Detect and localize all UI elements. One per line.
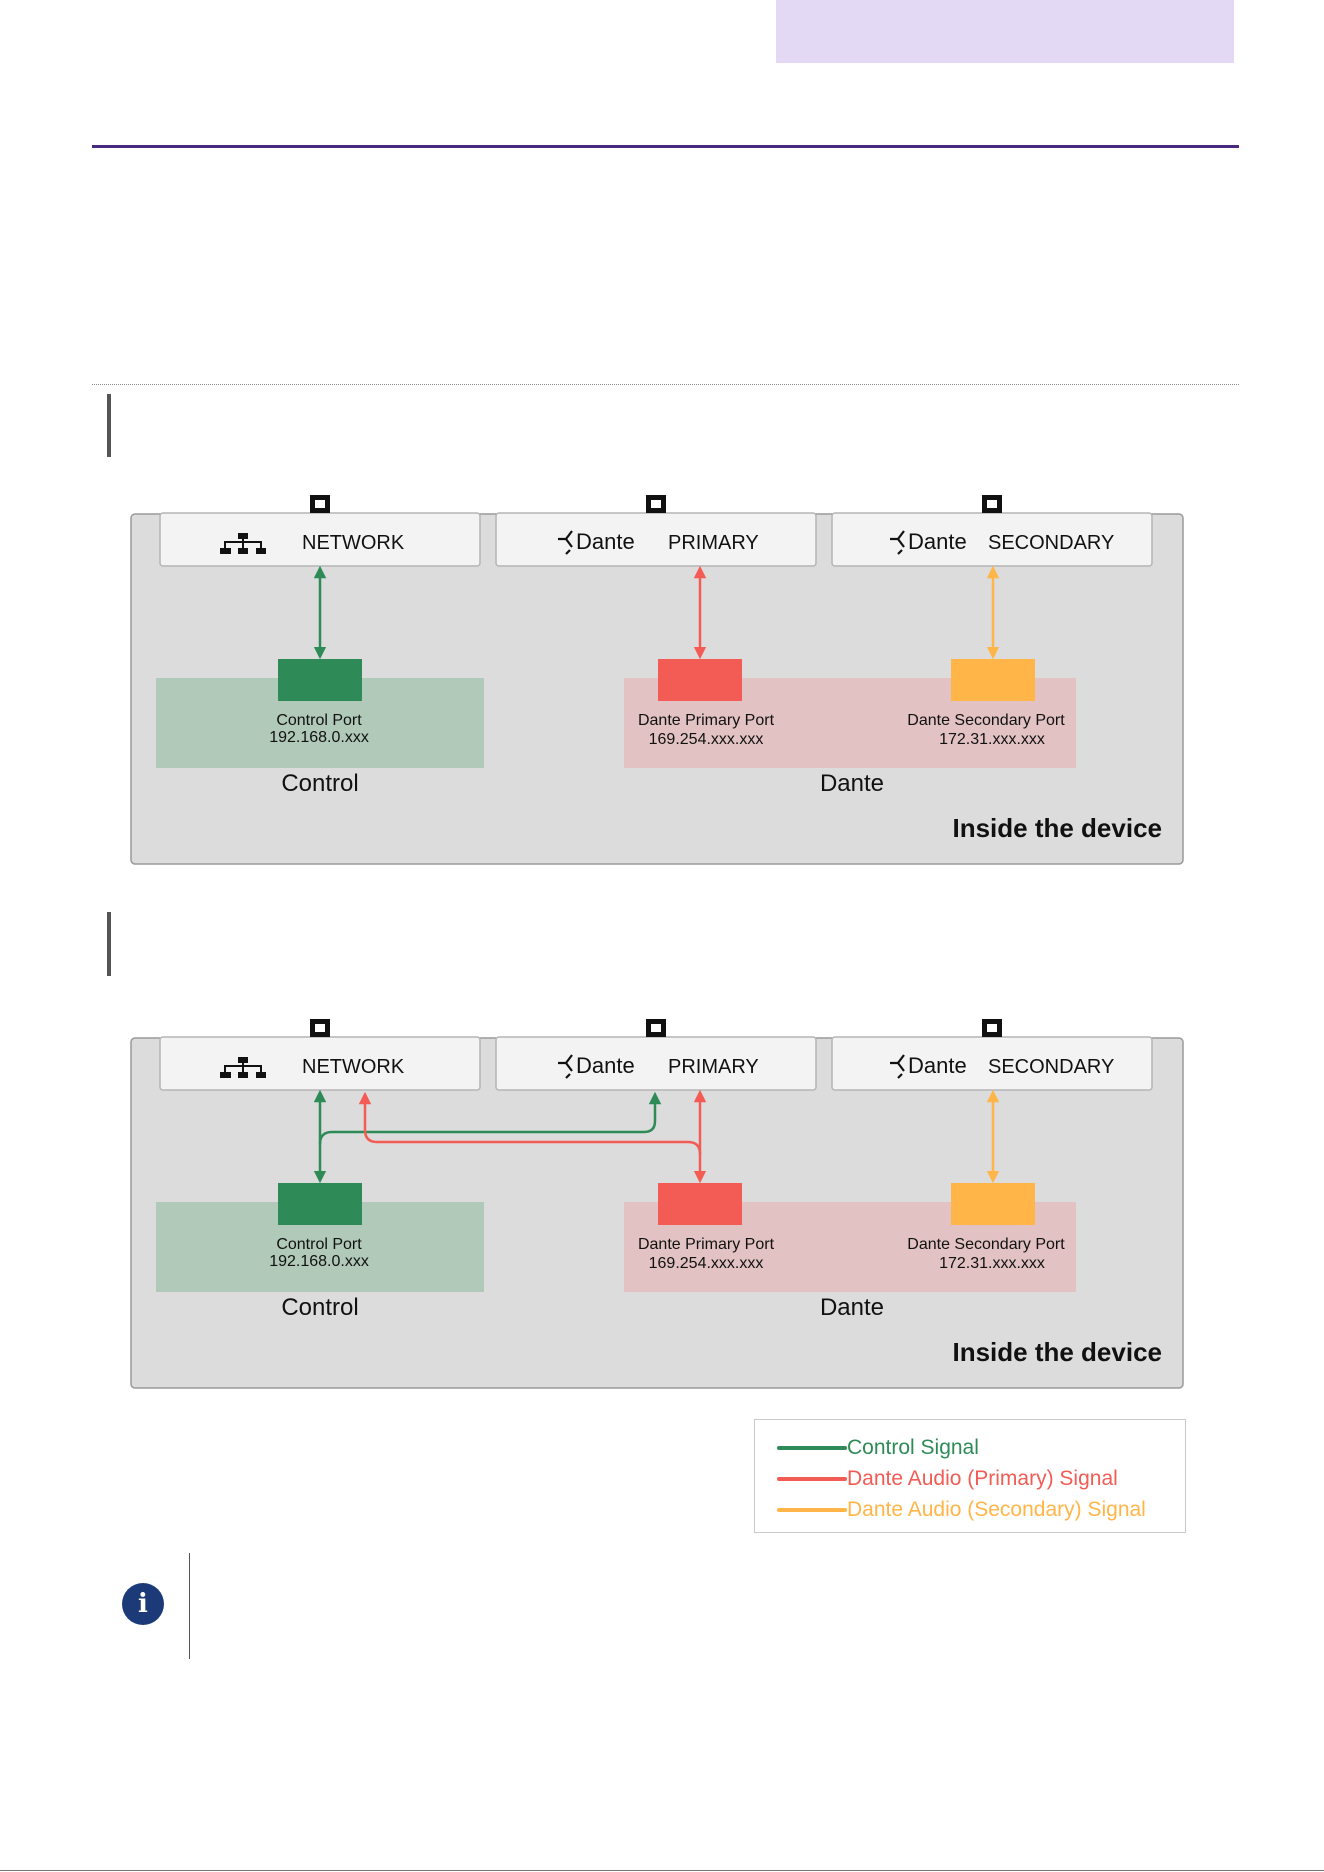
dante-logo-icon [558, 1054, 573, 1079]
diagram-svg-2: NETWORK Dante PRIMARY Dante SECONDARY Co… [130, 1019, 1184, 1389]
port-label: NETWORK [302, 532, 405, 554]
rj45-icon [982, 1019, 1002, 1037]
block-name: Control Port [276, 1236, 362, 1253]
header-tab [776, 0, 1234, 63]
primary-port-block [658, 659, 742, 701]
diagram-svg-1: NETWORK Dante PRIMARY Dante SECONDARY Co… [130, 495, 1184, 865]
quote-bar-1 [107, 394, 111, 457]
block-ip: 192.168.0.xxx [269, 729, 369, 746]
primary-port-block [658, 1183, 742, 1225]
port-label: SECONDARY [988, 1056, 1114, 1078]
block-name: Dante Secondary Port [907, 712, 1065, 729]
dotted-divider [92, 384, 1239, 385]
block-ip: 172.31.xxx.xxx [939, 731, 1045, 748]
dante-logo-icon [558, 530, 573, 555]
zone-label-dante: Dante [820, 770, 884, 797]
diagram-separated: NETWORK Dante PRIMARY Dante SECONDARY Co… [120, 490, 1205, 865]
zone-label-dante: Dante [820, 1294, 884, 1321]
port-network: NETWORK [159, 1019, 481, 1091]
block-ip: 169.254.xxx.xxx [649, 1255, 764, 1272]
control-port-block [278, 1183, 362, 1225]
rj45-icon [310, 495, 330, 513]
diagram-shared: NETWORK Dante PRIMARY Dante SECONDARY Co… [120, 1014, 1205, 1389]
secondary-port-block [951, 659, 1035, 701]
block-name: Control Port [276, 712, 362, 729]
quote-bar-2 [107, 912, 111, 976]
port-label: PRIMARY [668, 1056, 759, 1078]
block-name: Dante Secondary Port [907, 1236, 1065, 1253]
zone-label-control: Control [281, 770, 358, 797]
legend-label: Dante Audio (Primary) Signal [847, 1467, 1118, 1490]
rj45-icon [310, 1019, 330, 1037]
device-caption: Inside the device [952, 1337, 1162, 1367]
legend-item-secondary: Dante Audio (Secondary) Signal [777, 1495, 1146, 1525]
legend-label: Control Signal [847, 1436, 979, 1459]
legend-swatch [777, 1508, 847, 1512]
section-rule [92, 145, 1239, 148]
network-icon [220, 1057, 266, 1078]
dante-brand: Dante [576, 529, 635, 554]
zone-label-control: Control [281, 1294, 358, 1321]
port-primary: Dante PRIMARY [495, 495, 817, 567]
rj45-icon [646, 1019, 666, 1037]
dante-logo-icon [890, 1054, 905, 1079]
legend-swatch [777, 1477, 847, 1481]
block-name: Dante Primary Port [638, 1236, 775, 1253]
block-ip: 169.254.xxx.xxx [649, 731, 764, 748]
port-primary: Dante PRIMARY [495, 1019, 817, 1091]
dante-brand: Dante [908, 1053, 967, 1078]
info-divider [189, 1553, 190, 1659]
block-ip: 172.31.xxx.xxx [939, 1255, 1045, 1272]
info-icon: i [122, 1583, 164, 1625]
device-caption: Inside the device [952, 813, 1162, 843]
port-network: NETWORK [159, 495, 481, 567]
control-to-primary-arrow [318, 1091, 662, 1145]
control-port-block [278, 659, 362, 701]
dante-brand: Dante [908, 529, 967, 554]
port-label: NETWORK [302, 1056, 405, 1078]
block-name: Dante Primary Port [638, 712, 775, 729]
legend-swatch [777, 1446, 847, 1450]
primary-to-network-arrow [358, 1091, 702, 1155]
port-label: SECONDARY [988, 532, 1114, 554]
signal-legend: Control Signal Dante Audio (Primary) Sig… [754, 1419, 1186, 1533]
legend-item-control: Control Signal [777, 1433, 979, 1463]
block-ip: 192.168.0.xxx [269, 1253, 369, 1270]
legend-label: Dante Audio (Secondary) Signal [847, 1498, 1146, 1521]
dante-brand: Dante [576, 1053, 635, 1078]
port-secondary: Dante SECONDARY [831, 495, 1153, 567]
rj45-icon [982, 495, 1002, 513]
secondary-port-block [951, 1183, 1035, 1225]
network-icon [220, 533, 266, 554]
dante-logo-icon [890, 530, 905, 555]
port-secondary: Dante SECONDARY [831, 1019, 1153, 1091]
footer-rule [0, 1870, 1324, 1871]
legend-item-primary: Dante Audio (Primary) Signal [777, 1464, 1118, 1494]
rj45-icon [646, 495, 666, 513]
port-label: PRIMARY [668, 532, 759, 554]
